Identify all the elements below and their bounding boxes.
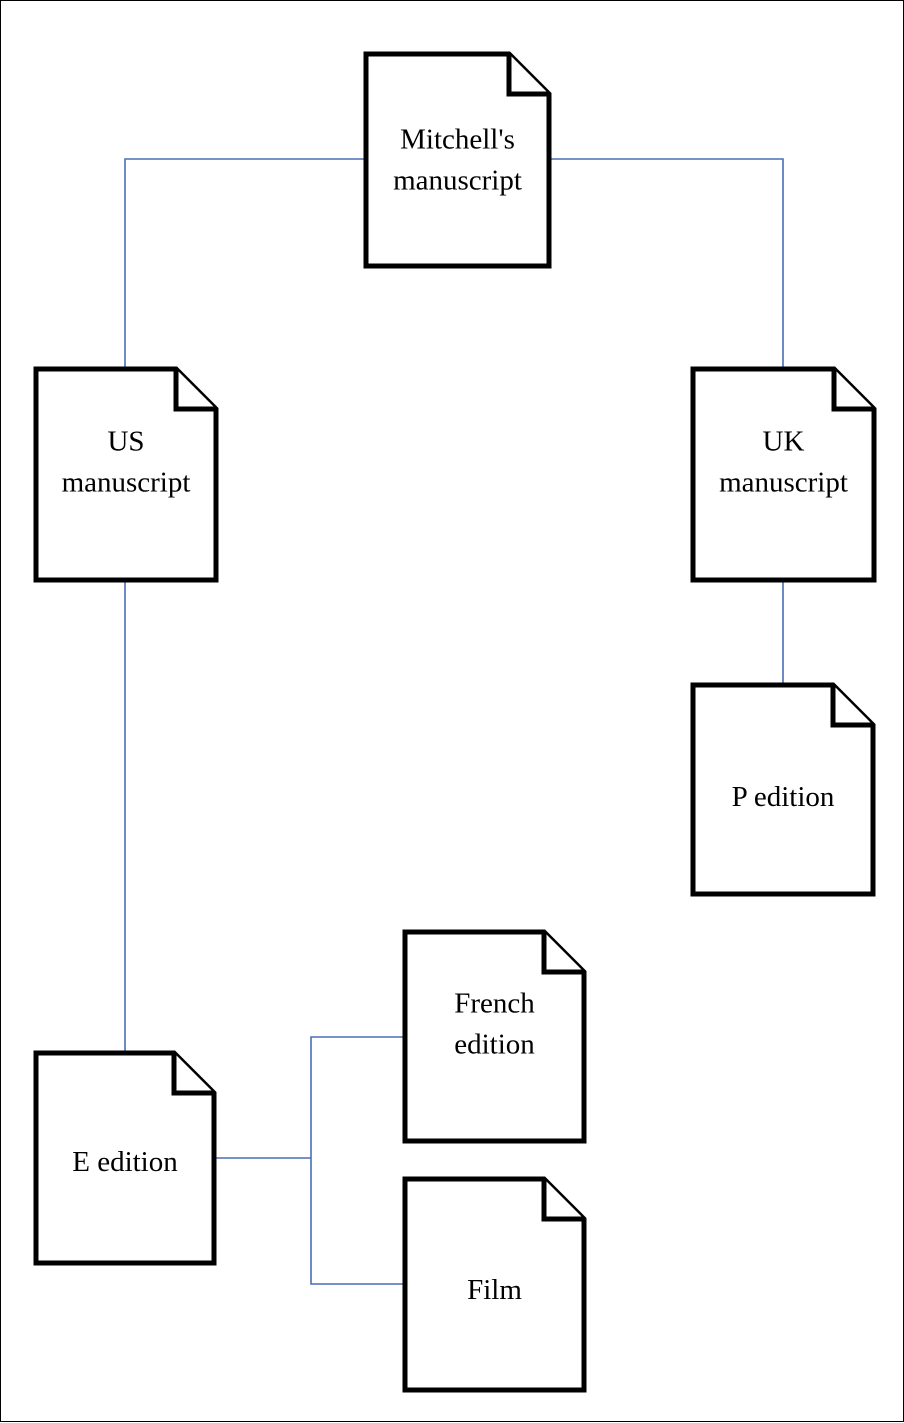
- node-label-uk-manuscript: UK: [763, 426, 805, 458]
- node-p-edition: P edition: [690, 682, 876, 897]
- node-e-edition: E edition: [33, 1050, 217, 1266]
- node-french-edition: French edition: [402, 929, 587, 1144]
- node-label-e-edition: E edition: [72, 1146, 178, 1178]
- document-icon: [690, 682, 876, 897]
- page-fold-icon: [173, 369, 216, 412]
- node-film: Film: [402, 1176, 587, 1393]
- page-fold-icon: [506, 54, 549, 97]
- connector-mitchells-to-us: [124, 158, 366, 369]
- node-label-film: Film: [467, 1274, 522, 1306]
- node-label-uk-manuscript: manuscript: [719, 467, 848, 499]
- node-label-french-edition: edition: [454, 1029, 535, 1061]
- document-icon: [402, 929, 587, 1144]
- node-label-mitchells-manuscript: manuscript: [393, 165, 522, 197]
- connector-e-edition-to-french: [310, 1036, 405, 1158]
- document-icon: [363, 51, 552, 269]
- node-label-french-edition: French: [454, 988, 535, 1020]
- document-icon: [402, 1176, 587, 1393]
- node-label-us-manuscript: manuscript: [62, 467, 191, 499]
- connector-mitchells-to-uk: [549, 158, 784, 369]
- document-icon: [690, 366, 877, 583]
- connectors: [124, 158, 784, 1285]
- page-fold-icon: [541, 932, 584, 975]
- node-us-manuscript: US manuscript: [33, 366, 219, 583]
- node-uk-manuscript: UK manuscript: [690, 366, 877, 583]
- document-icon: [33, 1050, 217, 1266]
- connector-e-edition-to-film: [310, 1158, 405, 1285]
- page-fold-icon: [541, 1179, 584, 1222]
- node-label-us-manuscript: US: [107, 426, 144, 458]
- document-nodes: Mitchell'smanuscriptUSmanuscriptUKmanusc…: [33, 51, 877, 1393]
- node-label-p-edition: P edition: [732, 781, 835, 813]
- node-label-mitchells-manuscript: Mitchell's: [400, 124, 515, 156]
- document-icon: [33, 366, 219, 583]
- page-fold-icon: [830, 685, 873, 728]
- page-fold-icon: [831, 369, 874, 412]
- page-fold-icon: [171, 1053, 214, 1096]
- node-mitchells-manuscript: Mitchell's manuscript: [363, 51, 552, 269]
